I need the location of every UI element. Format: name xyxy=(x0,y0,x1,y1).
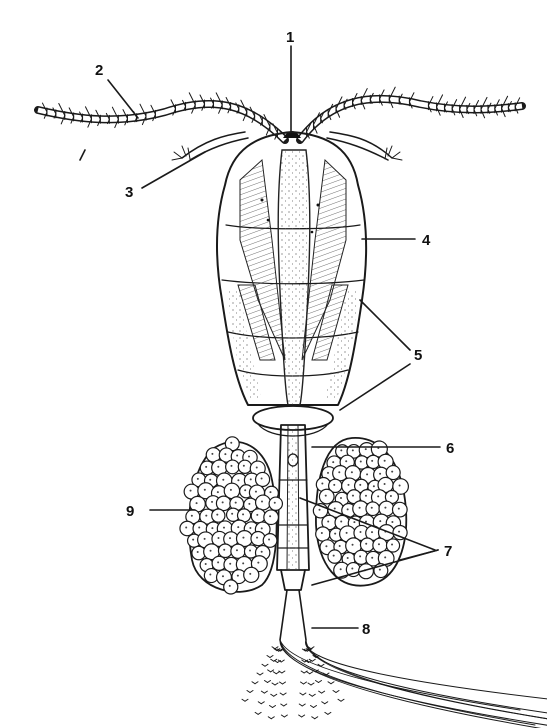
label-3: 3 xyxy=(125,184,133,201)
label-1: 1 xyxy=(286,29,294,46)
label-8: 8 xyxy=(362,621,370,638)
first-antennae xyxy=(38,87,522,140)
label-6: 6 xyxy=(446,440,454,457)
label-2: 2 xyxy=(95,62,103,79)
label-9: 9 xyxy=(126,503,134,520)
label-4: 4 xyxy=(422,232,431,249)
label-7: 7 xyxy=(444,543,452,560)
egg-sac-left xyxy=(180,437,282,594)
cephalothorax xyxy=(217,132,366,405)
label-5: 5 xyxy=(414,347,422,364)
egg-sac-right xyxy=(313,438,408,586)
caudal-furca xyxy=(242,590,547,728)
